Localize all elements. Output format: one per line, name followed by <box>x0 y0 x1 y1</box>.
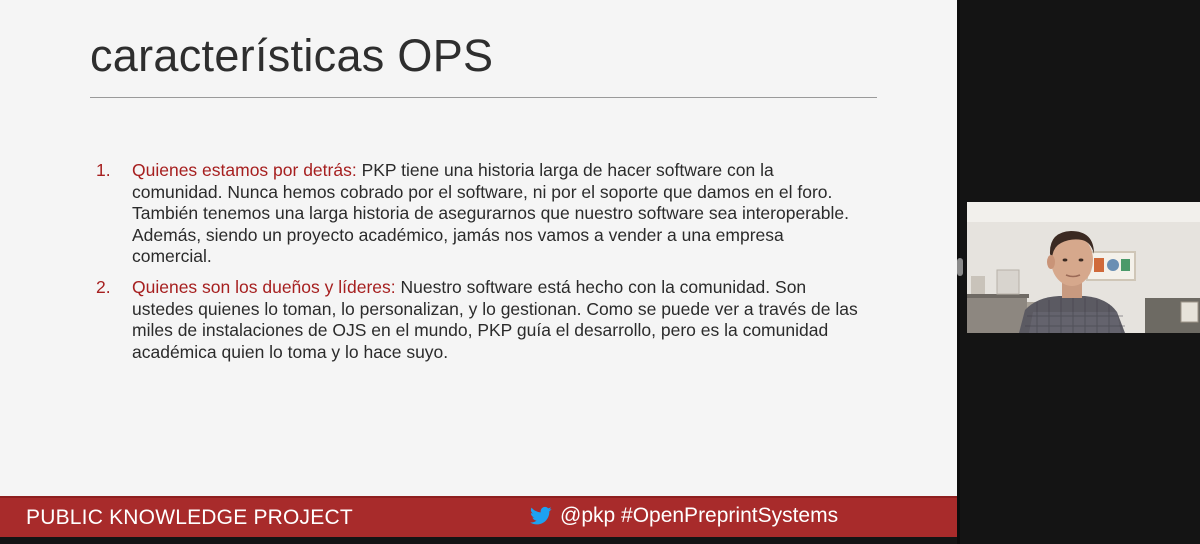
slide-point-list: 1. Quienes estamos por detrás: PKP tiene… <box>96 160 866 372</box>
footer-organization: PUBLIC KNOWLEDGE PROJECT <box>26 506 353 529</box>
footer-divider <box>0 496 957 498</box>
point-body: Nuestro software está hecho con la comun… <box>132 276 858 362</box>
point-heading: Quienes son los dueños y líderes: <box>132 276 396 297</box>
slide-title: características OPS <box>90 30 494 81</box>
slide-point-2: 2. Quienes son los dueños y líderes: Nue… <box>96 277 866 363</box>
bottom-edge <box>0 537 957 544</box>
point-body: PKP tiene una historia larga de hacer so… <box>132 160 849 267</box>
footer-social: @pkp #OpenPreprintSystems <box>530 504 838 528</box>
title-divider <box>90 97 877 98</box>
speaker-video[interactable] <box>967 202 1200 333</box>
slide-point-1: 1. Quienes estamos por detrás: PKP tiene… <box>96 160 866 268</box>
point-number: 2. <box>96 276 111 297</box>
resize-handle[interactable] <box>957 258 963 276</box>
presentation-slide: características OPS 1. Quienes estamos p… <box>0 0 957 544</box>
twitter-bird-icon <box>530 506 552 526</box>
footer-hashtag: @pkp #OpenPreprintSystems <box>560 504 839 527</box>
point-heading: Quienes estamos por detrás: <box>132 160 357 180</box>
point-number: 1. <box>96 160 111 180</box>
slide-footer: PUBLIC KNOWLEDGE PROJECT @pkp #OpenPrepr… <box>0 496 957 537</box>
